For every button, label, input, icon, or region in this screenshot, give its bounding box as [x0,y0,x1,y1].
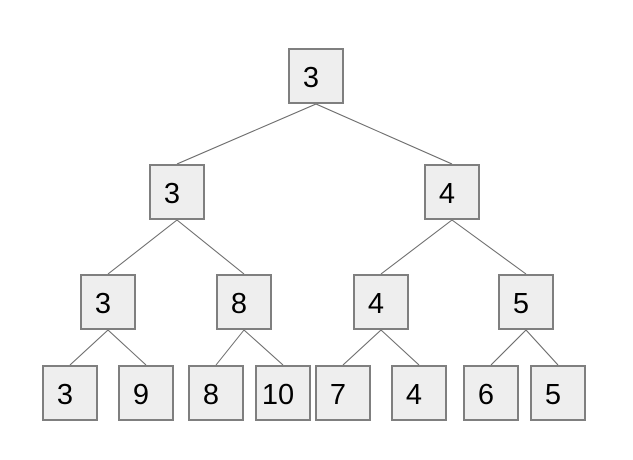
tree-edge [69,329,109,366]
tree-edge [315,103,453,165]
tree-node-root: 3 [288,48,344,104]
tree-edge [342,329,382,366]
node-label: 10 [261,378,295,411]
tree-edge [107,219,178,275]
tree-node-leaf3: 8 [188,365,244,421]
tree-node-leaf8: 5 [530,365,586,421]
node-label: 7 [329,378,347,411]
tree-node-l3b: 8 [216,274,272,330]
tree-edge [107,329,147,366]
node-label: 4 [405,378,423,411]
node-label: 3 [56,378,74,411]
tree-node-l2b: 4 [424,164,480,220]
node-label: 4 [438,177,456,210]
node-label: 5 [544,378,562,411]
node-label: 6 [477,378,495,411]
node-label: 3 [163,177,181,210]
tree-node-l3d: 5 [498,274,554,330]
tree-node-leaf1: 3 [42,365,98,421]
tree-edge [243,329,284,366]
node-label: 9 [132,378,150,411]
tree-node-l2a: 3 [149,164,205,220]
node-label: 3 [302,61,320,94]
tree-node-l3a: 3 [80,274,136,330]
tree-edge [380,219,453,275]
tree-node-leaf7: 6 [463,365,519,421]
tree-edge [215,329,245,366]
tree-node-leaf6: 4 [391,365,447,421]
node-label: 8 [202,378,220,411]
node-label: 8 [230,287,248,320]
tree-edge [380,329,420,366]
tree-node-leaf5: 7 [315,365,371,421]
node-label: 3 [94,287,112,320]
node-label: 5 [512,287,530,320]
tree-edge [490,329,527,366]
tree-edge [451,219,527,275]
tree-edge [176,219,245,275]
tree-node-l3c: 4 [353,274,409,330]
node-label: 4 [367,287,385,320]
tree-node-leaf2: 9 [118,365,174,421]
tree-edge [176,103,317,165]
tree-node-leaf4: 10 [255,365,311,421]
tree-edge [525,329,559,366]
